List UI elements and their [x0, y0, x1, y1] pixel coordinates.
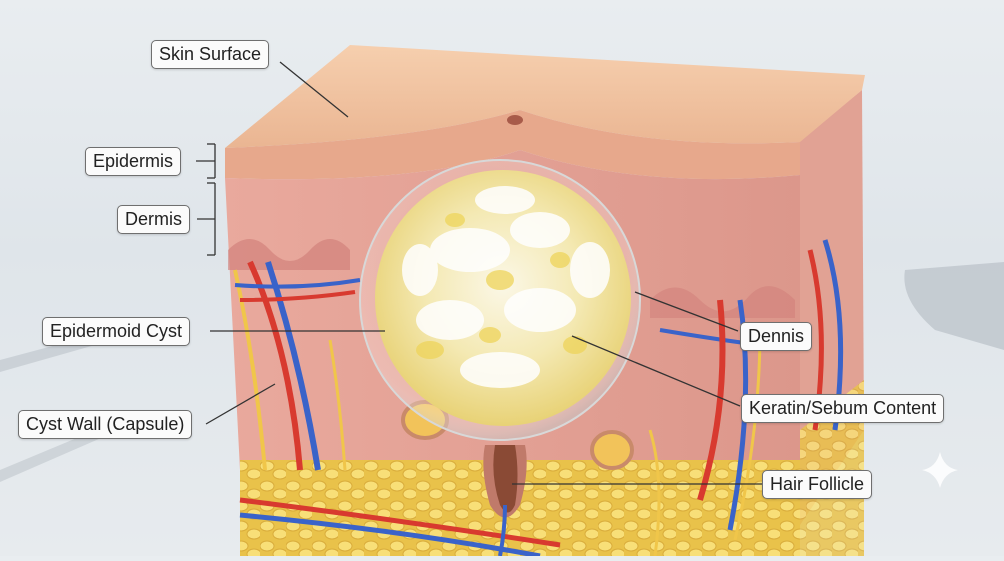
label-hair-follicle: Hair Follicle: [762, 470, 873, 499]
label-epidermoid-cyst: Epidermoid Cyst: [42, 317, 191, 346]
label-epidermis: Epidermis: [85, 147, 182, 176]
label-skin-surface: Skin Surface: [151, 40, 270, 69]
label-keratin-content: Keratin/Sebum Content: [741, 394, 945, 423]
label-dermis-left: Dermis: [117, 205, 190, 234]
label-dermis-right: Dennis: [740, 322, 813, 351]
label-cyst-wall: Cyst Wall (Capsule): [18, 410, 193, 439]
